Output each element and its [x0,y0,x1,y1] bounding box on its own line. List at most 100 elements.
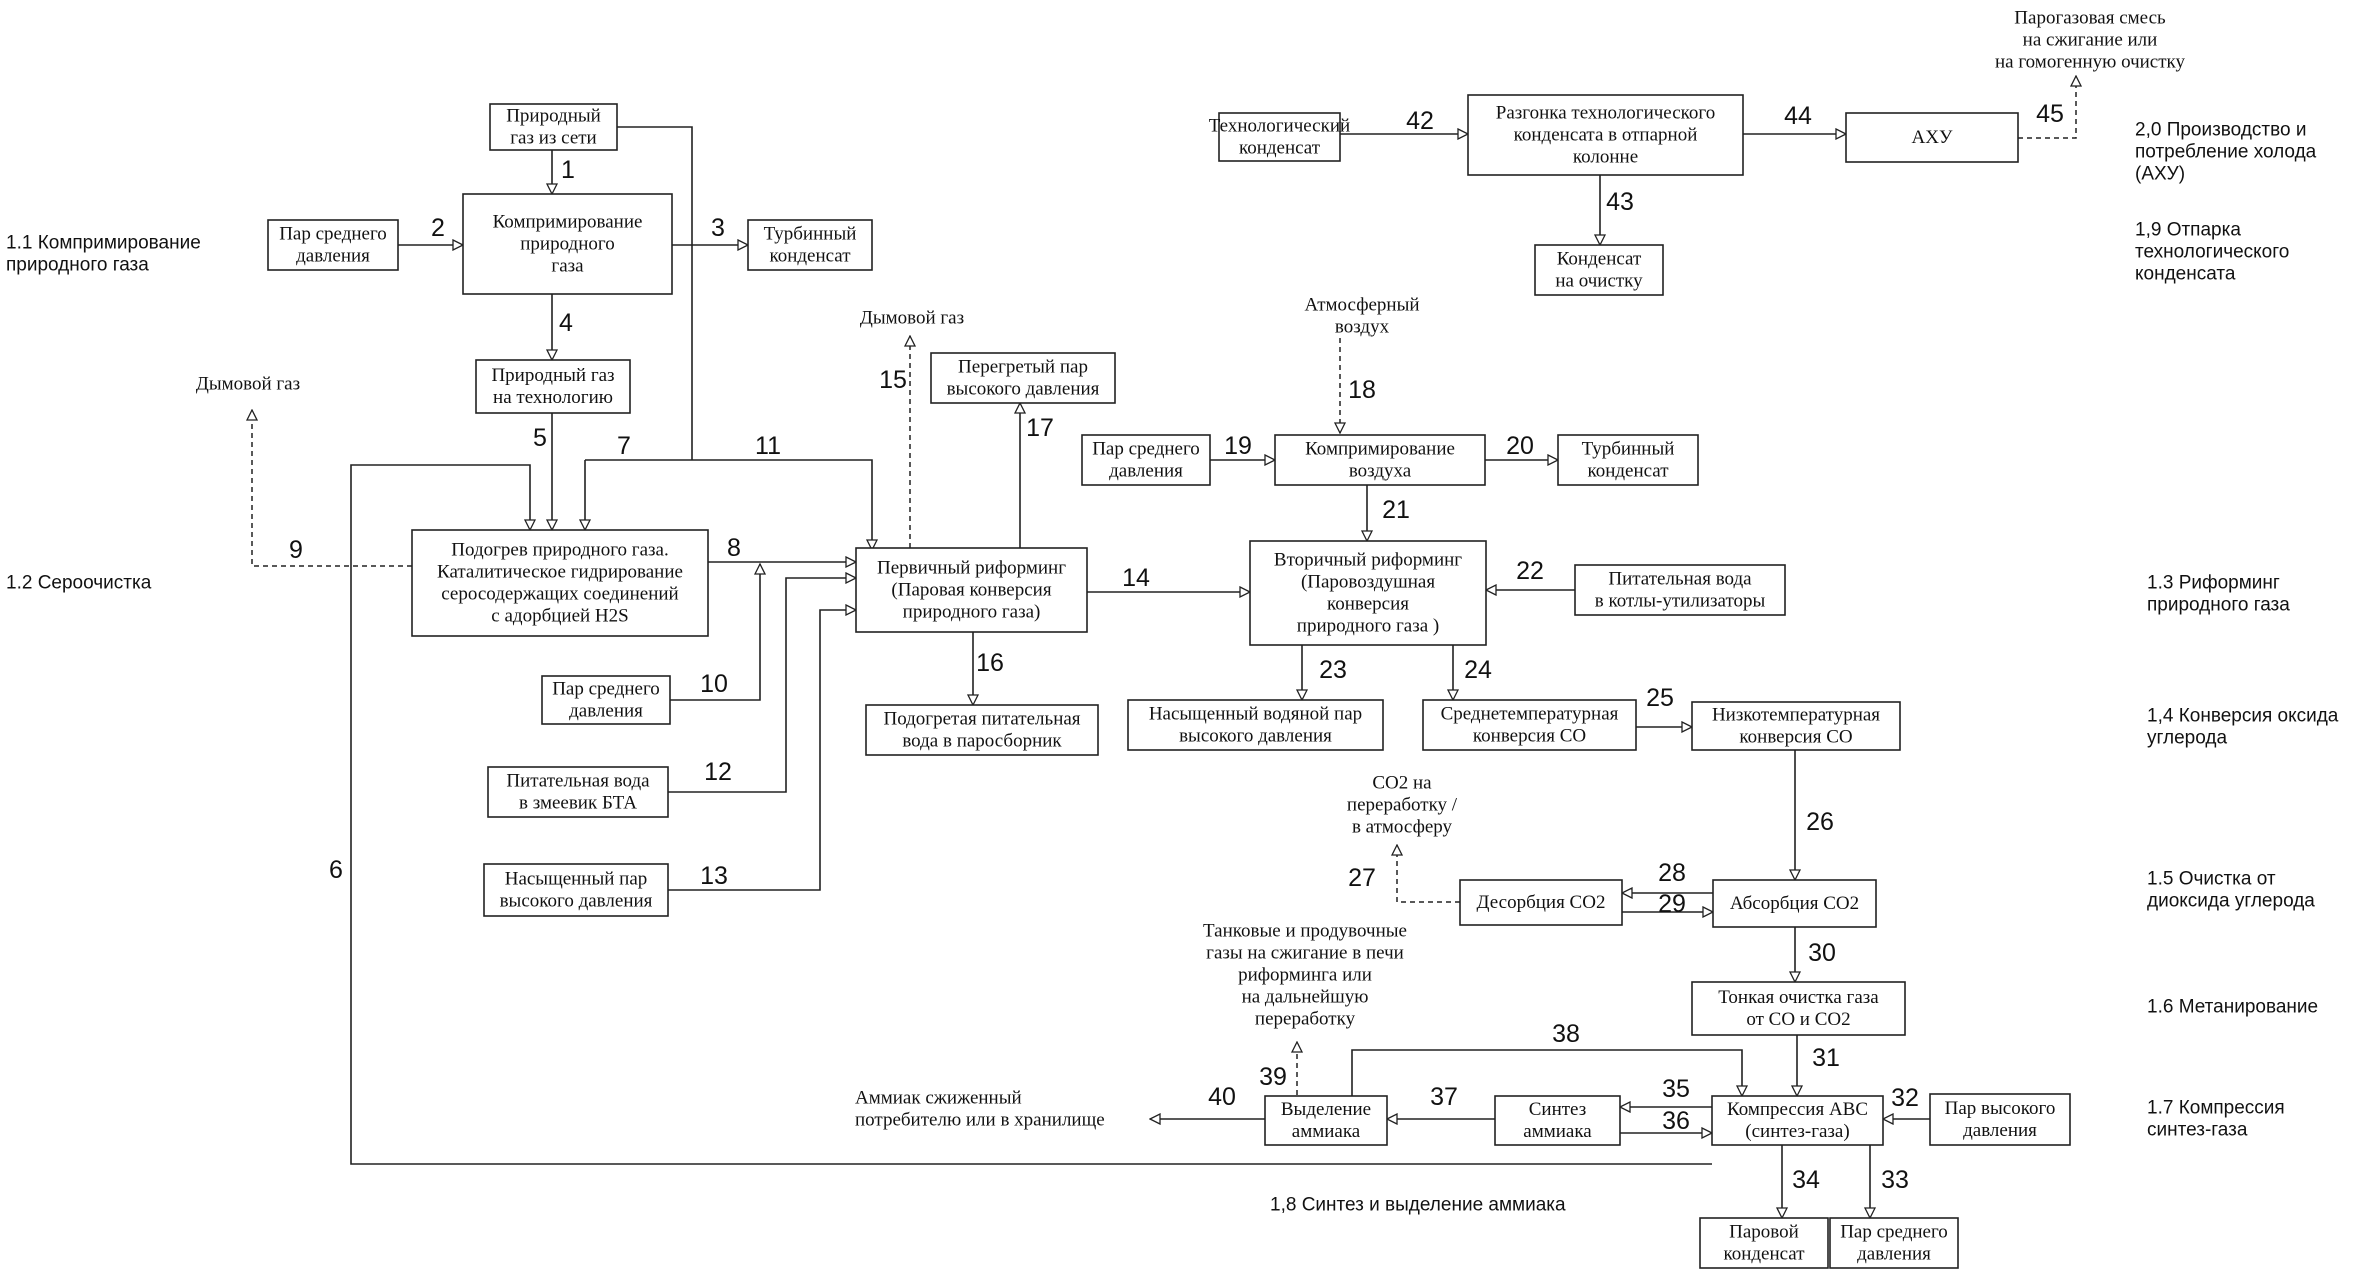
box-frame [930,352,1116,404]
flow-number-2: 2 [431,214,445,242]
box-ahu: АХУ [1845,112,2019,163]
stage-s1-8: 1,8 Синтез и выделение аммиака [1270,1195,1566,1216]
box-label: Десорбция СО2 [1477,892,1606,913]
flow-number-26: 26 [1806,808,1834,836]
box-frame [1711,1095,1884,1146]
flow-number-32: 32 [1891,1084,1919,1112]
flow-number-31: 31 [1812,1044,1840,1072]
box-frame [1274,434,1486,486]
box-label: Компрессия АВС(синтез-газа) [1727,1099,1868,1142]
flow-number-15: 15 [879,366,907,394]
flow-number-20: 20 [1506,432,1534,460]
box-frame [865,704,1099,756]
flow-number-5: 5 [533,424,547,452]
box-frame [1845,112,2019,163]
box-frame [1081,434,1211,486]
flow-number-7: 7 [617,432,631,460]
box-frame [462,193,673,295]
flow-number-9: 9 [289,536,303,564]
flow-number-25: 25 [1646,684,1674,712]
flow-number-16: 16 [976,649,1004,677]
flow-number-13: 13 [700,862,728,890]
flow-number-8: 8 [727,534,741,562]
box-abc-compression: Компрессия АВС(синтез-газа) [1711,1095,1884,1146]
stage-s1-6: 1.6 Метанирование [2147,997,2318,1018]
flow-number-28: 28 [1658,859,1686,887]
flow-number-23: 23 [1319,656,1347,684]
box-frame [475,359,631,414]
flow-number-45: 45 [2036,100,2064,128]
flow-number-40: 40 [1208,1083,1236,1111]
flow-number-38: 38 [1552,1020,1580,1048]
flow-number-36: 36 [1662,1107,1690,1135]
flow-number-42: 42 [1406,107,1434,135]
box-frame [1699,1217,1829,1269]
flow-number-14: 14 [1122,564,1150,592]
box-label: Абсорбция СО2 [1730,893,1859,914]
box-frame [1264,1095,1388,1146]
stage-s1-2: 1.2 Сероочистка [6,573,152,594]
box-co2-desorption: Десорбция СО2 [1459,879,1623,926]
box-frame [1422,699,1637,751]
flow-number-4: 4 [559,309,573,337]
box-frame [1494,1095,1621,1146]
flow-number-6: 6 [329,856,343,884]
box-gas-heating: Подогрев природного газа.Каталитическое … [411,529,709,637]
box-frame [1218,112,1341,162]
box-frame [267,219,399,271]
dashed-flow-lines [252,76,2076,1095]
flow-number-24: 24 [1464,656,1492,684]
flow-number-11: 11 [755,432,781,460]
box-frame [489,103,618,151]
flow-number-44: 44 [1784,102,1812,130]
box-frame [747,219,873,271]
label-flue-gas-mid: Дымовой газ [860,308,964,329]
